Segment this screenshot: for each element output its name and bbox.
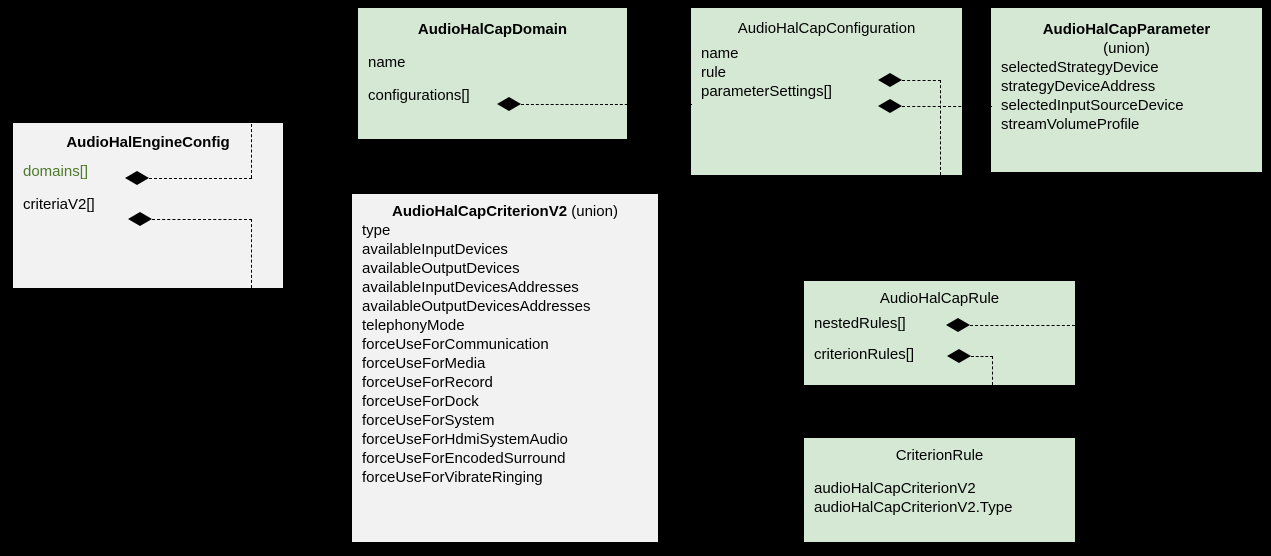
node-content: AudioHalCapRule nestedRules[] criterionR… <box>804 281 1075 364</box>
attribute-force-use-for-vibrate-ringing: forceUseForVibrateRinging <box>362 469 543 486</box>
composition-diamond-domains <box>124 170 150 186</box>
node-audio-hal-engine-config[interactable]: AudioHalEngineConfig domains[] criteriaV… <box>13 123 283 288</box>
node-content: AudioHalCapCriterionV2 (union) type avai… <box>352 194 658 487</box>
attribute-available-output-devices-addresses: availableOutputDevicesAddresses <box>362 298 591 315</box>
attribute-strategy-device-address: strategyDeviceAddress <box>1001 78 1156 95</box>
node-title-suffix: (union) <box>571 203 618 220</box>
edge-rule-vertical <box>940 80 941 175</box>
attribute-force-use-for-communication: forceUseForCommunication <box>362 336 549 353</box>
node-audio-hal-cap-criterion-v2[interactable]: AudioHalCapCriterionV2 (union) type avai… <box>352 194 658 542</box>
attribute-name: name <box>368 54 406 71</box>
composition-diamond-nested-rules <box>945 317 971 333</box>
node-title: AudioHalCapRule <box>879 290 1000 307</box>
attribute-criterion-rules: criterionRules[] <box>814 346 915 363</box>
node-content: AudioHalCapParameter (union) selectedStr… <box>991 8 1262 134</box>
node-background <box>804 281 1075 385</box>
node-content: AudioHalCapConfiguration name rule param… <box>691 8 962 101</box>
attribute-stream-volume-profile: streamVolumeProfile <box>1001 116 1140 133</box>
attribute-nested-rules: nestedRules[] <box>814 315 906 332</box>
composition-diamond-criteriav2 <box>127 211 153 227</box>
node-title: CriterionRule <box>895 447 984 464</box>
node-title: AudioHalCapDomain <box>417 21 568 38</box>
node-audio-hal-cap-configuration[interactable]: AudioHalCapConfiguration name rule param… <box>691 8 962 175</box>
attribute-available-output-devices: availableOutputDevices <box>362 260 520 277</box>
node-content: AudioHalCapDomain name configurations[] <box>358 8 627 105</box>
attribute-type: type <box>362 222 391 239</box>
node-audio-hal-cap-parameter[interactable]: AudioHalCapParameter (union) selectedStr… <box>991 8 1262 172</box>
attribute-configurations: configurations[] <box>368 87 470 104</box>
node-criterion-rule[interactable]: CriterionRule audioHalCapCriterionV2 aud… <box>804 438 1075 542</box>
edge-configurations-horizontal <box>521 104 692 105</box>
attribute-name: name <box>701 45 739 62</box>
node-title: AudioHalCapParameter <box>1042 21 1211 38</box>
node-subtitle: (union) <box>1103 40 1150 57</box>
composition-diamond-rule <box>877 72 903 88</box>
edge-parameter-settings-horizontal <box>902 106 992 107</box>
node-background <box>804 438 1075 542</box>
attribute-available-input-devices: availableInputDevices <box>362 241 508 258</box>
attribute-available-input-devices-addresses: availableInputDevicesAddresses <box>362 279 579 296</box>
attribute-domains: domains[] <box>23 163 89 180</box>
node-content: AudioHalEngineConfig domains[] criteriaV… <box>13 123 283 214</box>
node-background <box>691 8 962 175</box>
node-background <box>991 8 1262 172</box>
attribute-force-use-for-hdmi-system-audio: forceUseForHdmiSystemAudio <box>362 431 568 448</box>
attribute-parameter-settings: parameterSettings[] <box>701 83 832 100</box>
attribute-audio-hal-cap-criterion-v2: audioHalCapCriterionV2 <box>814 480 976 497</box>
composition-diamond-criterion-rules <box>946 348 972 364</box>
attribute-selected-strategy-device: selectedStrategyDevice <box>1001 59 1159 76</box>
composition-diamond-configurations <box>496 96 522 112</box>
attribute-force-use-for-media: forceUseForMedia <box>362 355 486 372</box>
edge-rule-horizontal <box>902 80 941 81</box>
attribute-force-use-for-record: forceUseForRecord <box>362 374 493 391</box>
attribute-rule: rule <box>701 64 727 81</box>
attribute-force-use-for-encoded-surround: forceUseForEncodedSurround <box>362 450 566 467</box>
edge-criterion-rules-vertical <box>992 356 993 385</box>
node-title: AudioHalCapConfiguration <box>737 20 916 37</box>
composition-diamond-parameter-settings <box>877 98 903 114</box>
edge-criteriav2-horizontal <box>152 219 252 220</box>
node-title: AudioHalCapCriterionV2 (union) <box>352 202 658 221</box>
attribute-force-use-for-system: forceUseForSystem <box>362 412 495 429</box>
node-background <box>352 194 658 542</box>
node-audio-hal-cap-domain[interactable]: AudioHalCapDomain name configurations[] <box>358 8 627 139</box>
node-background <box>13 123 283 288</box>
node-background <box>358 8 627 139</box>
node-content: CriterionRule audioHalCapCriterionV2 aud… <box>804 438 1075 517</box>
node-title: AudioHalEngineConfig <box>66 134 230 151</box>
edge-nested-rules-horizontal <box>970 325 1075 326</box>
node-audio-hal-cap-rule[interactable]: AudioHalCapRule nestedRules[] criterionR… <box>804 281 1075 385</box>
node-title-text: AudioHalCapCriterionV2 <box>392 203 568 220</box>
attribute-force-use-for-dock: forceUseForDock <box>362 393 479 410</box>
edge-criteriav2-vertical <box>251 219 252 288</box>
attribute-criteriav2: criteriaV2[] <box>23 196 95 213</box>
edge-domains-vertical <box>251 124 252 178</box>
attribute-selected-input-source-device: selectedInputSourceDevice <box>1001 97 1184 114</box>
attribute-audio-hal-cap-criterion-v2-type: audioHalCapCriterionV2.Type <box>814 499 1013 516</box>
edge-domains-horizontal <box>149 178 252 179</box>
edge-criterion-rules-horizontal <box>971 356 993 357</box>
attribute-telephony-mode: telephonyMode <box>362 317 465 334</box>
